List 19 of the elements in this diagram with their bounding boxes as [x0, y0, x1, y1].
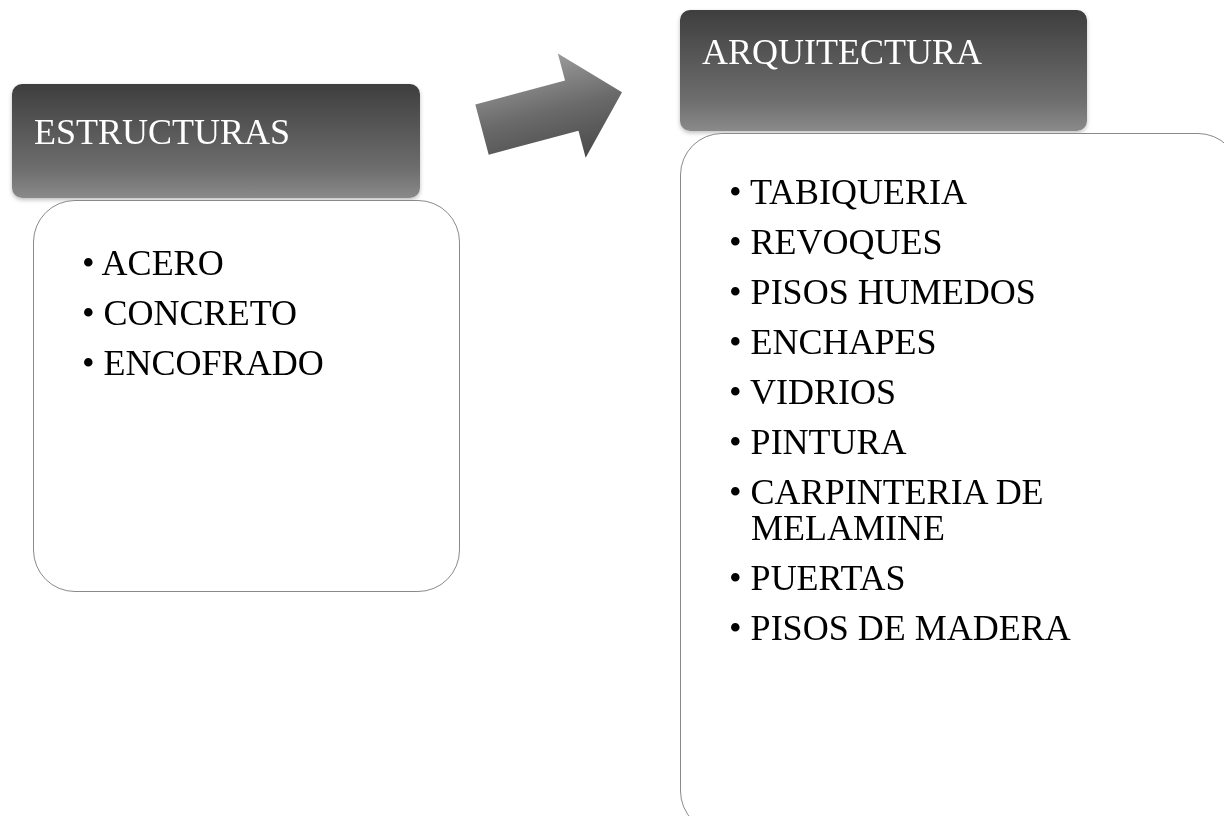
list-item: • REVOQUES [729, 224, 944, 260]
list-item: • PISOS DE MADERA [729, 610, 1072, 646]
heading-text: ARQUITECTURA [702, 32, 983, 74]
list-item: • PISOS HUMEDOS [729, 274, 1037, 310]
list-item: • ENCHAPES [729, 324, 938, 360]
list-item: • CARPINTERIA DE MELAMINE [729, 474, 1045, 546]
list-item: • VIDRIOS [729, 374, 897, 410]
list-item: • PUERTAS [729, 560, 907, 596]
list-item: • CONCRETO [82, 295, 298, 331]
list-item: • PINTURA [729, 424, 908, 460]
heading-box [680, 10, 1087, 131]
list-item: • TABIQUERIA [729, 174, 969, 210]
content-box [680, 133, 1224, 816]
block-arrow [475, 53, 622, 158]
content-box [33, 200, 460, 592]
heading-text: ESTRUCTURAS [34, 112, 292, 154]
list-item: • ACERO [82, 245, 225, 281]
heading-box [12, 84, 420, 198]
list-item: • ENCOFRADO [82, 345, 325, 381]
